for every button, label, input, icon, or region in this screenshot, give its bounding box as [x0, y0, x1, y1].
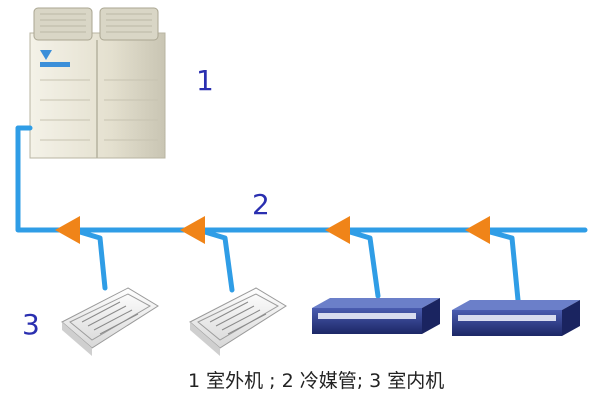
outdoor-unit — [29, 7, 166, 159]
flow-arrow-icon — [55, 216, 80, 244]
brand-logo-icon — [40, 50, 70, 67]
label-outdoor-unit: 1 — [196, 64, 214, 97]
indoor-unit-cassette-1 — [61, 287, 159, 356]
flow-arrows — [55, 216, 490, 244]
flow-arrow-icon — [180, 216, 205, 244]
indoor-unit-cassette-2 — [189, 287, 287, 356]
flow-arrow-icon — [325, 216, 350, 244]
label-refrigerant-pipe: 2 — [252, 188, 270, 221]
indoor-unit-ducted-2 — [452, 300, 580, 336]
label-indoor-unit: 3 — [22, 308, 40, 341]
flow-arrow-icon — [465, 216, 490, 244]
indoor-unit-ducted-1 — [312, 298, 440, 334]
legend-caption: 1 室外机 ; 2 冷媒管; 3 室内机 — [188, 370, 445, 392]
refrigerant-pipe — [15, 125, 588, 303]
